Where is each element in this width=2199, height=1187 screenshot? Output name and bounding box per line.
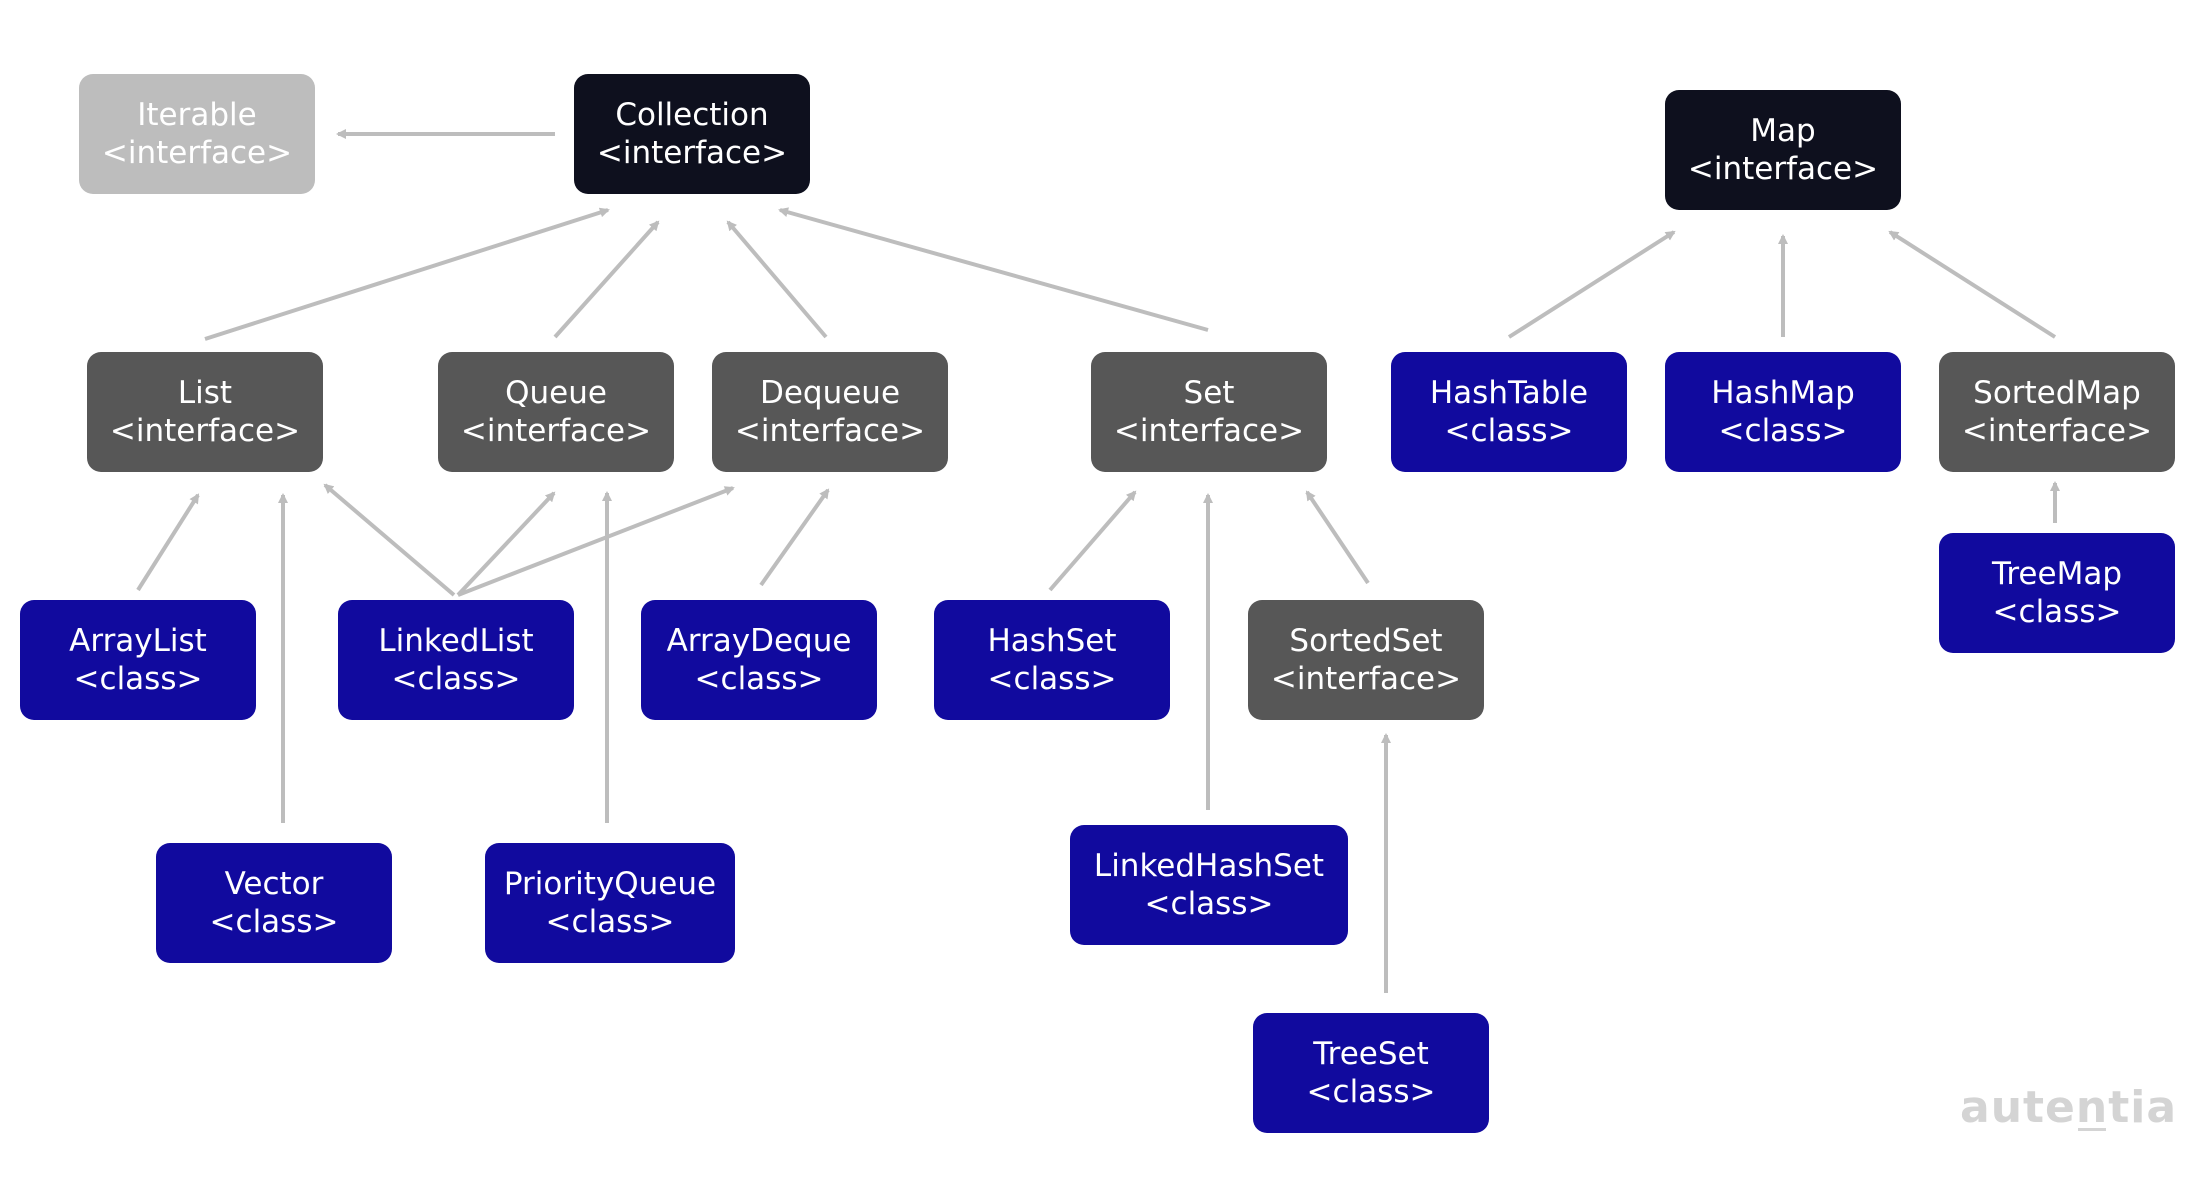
node-kind: <interface> [734, 413, 926, 449]
node-kind: <interface> [1113, 413, 1305, 449]
vector-node: Vector <class> [156, 843, 392, 963]
node-name: Map [1750, 113, 1816, 149]
set-node: Set <interface> [1091, 352, 1327, 472]
priorityqueue-node: PriorityQueue <class> [485, 843, 735, 963]
node-name: ArrayDeque [666, 623, 852, 659]
node-kind: <interface> [460, 413, 652, 449]
arrow-linkedlist-to-dequeue [457, 486, 735, 597]
queue-node: Queue <interface> [438, 352, 674, 472]
node-name: Dequeue [759, 375, 901, 411]
node-name: HashMap [1711, 375, 1855, 411]
node-name: SortedMap [1973, 375, 2141, 411]
hashset-node: HashSet <class> [934, 600, 1170, 720]
node-name: HashSet [987, 623, 1117, 659]
arrow-linkedlist-to-list [323, 483, 456, 597]
node-name: List [177, 375, 233, 411]
treeset-node: TreeSet <class> [1253, 1013, 1489, 1133]
arrow-linkedlist-to-queue [456, 491, 556, 597]
logo-prefix: aute [1960, 1082, 2076, 1133]
node-kind: <class> [73, 661, 203, 697]
node-name: Vector [224, 866, 324, 902]
logo-underlined-letter: n [2075, 1082, 2109, 1133]
node-name: Set [1183, 375, 1235, 411]
node-name: ArrayList [69, 623, 207, 659]
node-kind: <class> [209, 904, 339, 940]
dequeue-node: Dequeue <interface> [712, 352, 948, 472]
arraydeque-node: ArrayDeque <class> [641, 600, 877, 720]
node-name: TreeMap [1991, 556, 2122, 592]
node-kind: <interface> [101, 135, 293, 171]
sortedmap-node: SortedMap <interface> [1939, 352, 2175, 472]
treemap-node: TreeMap <class> [1939, 533, 2175, 653]
node-name: Queue [505, 375, 607, 411]
node-kind: <interface> [596, 135, 788, 171]
node-name: PriorityQueue [503, 866, 717, 902]
arrow-set-to-collection [778, 207, 1209, 332]
node-kind: <class> [1444, 413, 1574, 449]
arrow-hashset-to-set [1048, 490, 1137, 592]
logo-suffix: tia [2108, 1082, 2178, 1133]
sortedset-node: SortedSet <interface> [1248, 600, 1484, 720]
node-name: Iterable [137, 97, 257, 133]
node-name: HashTable [1429, 375, 1589, 411]
arrow-arraydeque-to-dequeue [759, 488, 830, 587]
node-kind: <class> [987, 661, 1117, 697]
arraylist-node: ArrayList <class> [20, 600, 256, 720]
node-name: TreeSet [1313, 1036, 1429, 1072]
hashtable-node: HashTable <class> [1391, 352, 1627, 472]
node-kind: <class> [1144, 886, 1274, 922]
node-kind: <class> [391, 661, 521, 697]
arrow-arraylist-to-list [136, 493, 200, 592]
linkedhashset-node: LinkedHashSet <class> [1070, 825, 1348, 945]
linkedlist-node: LinkedList <class> [338, 600, 574, 720]
node-name: LinkedList [378, 623, 534, 659]
node-name: SortedSet [1289, 623, 1443, 659]
arrow-queue-to-collection [553, 220, 660, 339]
node-kind: <interface> [1270, 661, 1462, 697]
hashmap-node: HashMap <class> [1665, 352, 1901, 472]
node-name: LinkedHashSet [1093, 848, 1325, 884]
node-name: Collection [615, 97, 769, 133]
node-kind: <class> [1992, 594, 2122, 630]
collection-node: Collection <interface> [574, 74, 810, 194]
node-kind: <class> [1306, 1074, 1436, 1110]
arrow-sortedset-to-set [1305, 490, 1370, 585]
map-node: Map <interface> [1665, 90, 1901, 210]
node-kind: <interface> [1961, 413, 2153, 449]
arrow-list-to-collection [204, 207, 610, 341]
arrow-hashtable-to-map [1507, 230, 1676, 339]
node-kind: <interface> [109, 413, 301, 449]
list-node: List <interface> [87, 352, 323, 472]
arrow-dequeue-to-collection [726, 220, 828, 339]
autentia-logo: autentia [1960, 1082, 2177, 1133]
node-kind: <interface> [1687, 151, 1879, 187]
node-kind: <class> [545, 904, 675, 940]
node-kind: <class> [1718, 413, 1848, 449]
iterable-node: Iterable <interface> [79, 74, 315, 194]
arrow-sortedmap-to-map [1888, 230, 2057, 339]
node-kind: <class> [694, 661, 824, 697]
